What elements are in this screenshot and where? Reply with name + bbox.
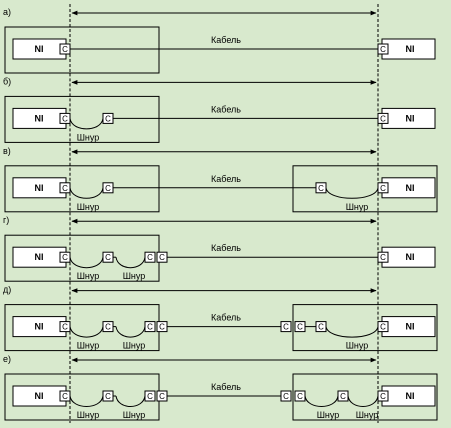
connector — [377, 390, 389, 402]
connector — [144, 321, 156, 333]
ni-label: NI — [35, 322, 44, 332]
connector-label: C — [380, 392, 386, 401]
ni-label: NI — [406, 113, 415, 123]
ni-label: NI — [35, 183, 44, 193]
cord-loop — [69, 257, 104, 269]
connector — [144, 251, 156, 263]
cable-label: Кабель — [211, 313, 241, 323]
cord-label: Шнур — [346, 202, 369, 212]
connector-label: C — [147, 253, 153, 262]
variant-letter: д) — [3, 285, 11, 295]
cable-label: Кабель — [211, 35, 241, 45]
variant-letter: е) — [3, 354, 11, 364]
cord-loop — [69, 187, 104, 199]
connector-label: C — [318, 184, 324, 193]
connector-label: C — [283, 392, 289, 401]
cord-label: Шнур — [77, 341, 100, 351]
connector-label: C — [283, 323, 289, 332]
connector-label: C — [318, 323, 324, 332]
cord-label: Шнур — [77, 410, 100, 420]
cord-label: Шнур — [346, 341, 369, 351]
variant-1: а) NI NI C C Кабель — [3, 4, 436, 76]
connector-label: C — [147, 323, 153, 332]
variant-letter: б) — [3, 76, 11, 86]
cord-label: Шнур — [123, 410, 146, 420]
cord-label: Шнур — [77, 271, 100, 281]
variant-2: б) NI NI C Шнур C C Кабель — [3, 73, 436, 146]
ni-label: NI — [406, 252, 415, 262]
cord-loop — [115, 326, 146, 338]
variant-3: в) NI NI C Шнур C C Шнур C Кабель — [3, 142, 438, 215]
connector — [294, 390, 306, 402]
ni-label: NI — [406, 44, 415, 54]
connector-label: C — [147, 392, 153, 401]
cable-label: Кабель — [211, 104, 241, 114]
connector-label: C — [62, 323, 68, 332]
connector-label: C — [105, 392, 111, 401]
connector-label: C — [105, 184, 111, 193]
cord-label: Шнур — [317, 410, 340, 420]
cord-label: Шнур — [77, 132, 100, 142]
connector-label: C — [62, 184, 68, 193]
connector-label: C — [159, 253, 165, 262]
connector-label: C — [105, 323, 111, 332]
cable-label: Кабель — [211, 243, 241, 253]
cord-loop — [115, 257, 146, 269]
variant-letter: г) — [3, 215, 9, 225]
cord-loop — [115, 395, 146, 407]
connector-label: C — [159, 323, 165, 332]
cord-loop — [69, 118, 104, 130]
connector-label: C — [380, 45, 386, 54]
room-left — [4, 95, 160, 143]
cord-loop — [347, 395, 379, 407]
connector — [377, 182, 389, 194]
cord-label: Шнур — [123, 341, 146, 351]
ni-label: NI — [35, 44, 44, 54]
connector-label: C — [62, 253, 68, 262]
room-left — [4, 26, 160, 74]
connector-label: C — [105, 114, 111, 123]
room-left — [4, 165, 160, 213]
connector-label: C — [62, 114, 68, 123]
connector-label: C — [62, 392, 68, 401]
variant-letter: в) — [3, 146, 11, 156]
connector-label: C — [159, 392, 165, 401]
cord-label: Шнур — [77, 202, 100, 212]
ni-label: NI — [406, 391, 415, 401]
cord-label: Шнур — [123, 271, 146, 281]
room-right — [292, 165, 438, 213]
connector — [144, 390, 156, 402]
connector-label: C — [380, 184, 386, 193]
connector-label: C — [62, 45, 68, 54]
cord-loop — [69, 395, 104, 407]
connector-label: C — [297, 323, 303, 332]
room-right — [292, 304, 438, 352]
connector-label: C — [297, 392, 303, 401]
cord-loop — [325, 326, 379, 338]
variant-letter: а) — [3, 7, 11, 17]
connector-label: C — [380, 323, 386, 332]
cord-label: Шнур — [356, 410, 379, 420]
connector-label: C — [105, 253, 111, 262]
cable-label: Кабель — [211, 174, 241, 184]
ni-label: NI — [35, 113, 44, 123]
ni-label: NI — [35, 252, 44, 262]
ni-label: NI — [406, 322, 415, 332]
room-right — [292, 373, 438, 421]
connector-label: C — [340, 392, 346, 401]
connector-label: C — [380, 114, 386, 123]
cord-loop — [304, 395, 339, 407]
cable-label: Кабель — [211, 382, 241, 392]
ni-label: NI — [406, 183, 415, 193]
ni-label: NI — [35, 391, 44, 401]
connector-label: C — [380, 253, 386, 262]
cord-loop — [69, 326, 104, 338]
connector — [377, 321, 389, 333]
cord-loop — [325, 187, 379, 199]
